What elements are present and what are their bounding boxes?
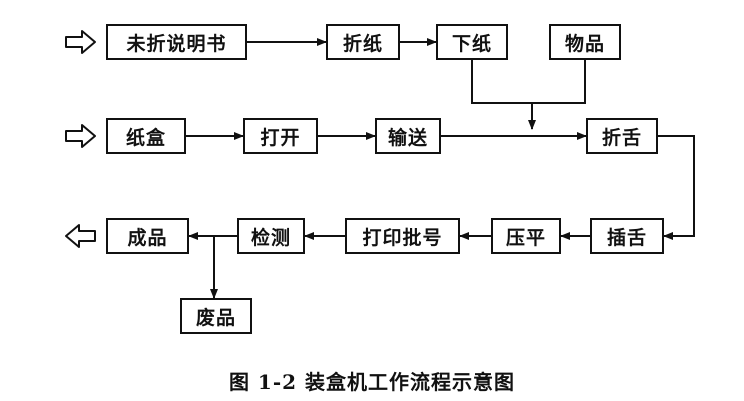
node-unfolded-manual: 未折说明书	[106, 24, 247, 60]
figure-caption: 图 1-2 装盒机工作流程示意图	[228, 370, 516, 394]
node-goods: 物品	[549, 24, 621, 60]
node-open: 打开	[243, 118, 318, 154]
node-fold-paper: 折纸	[326, 24, 400, 60]
node-flatten: 压平	[491, 218, 561, 254]
node-fold-tongue: 折舌	[586, 118, 658, 154]
node-reject: 废品	[180, 298, 252, 334]
node-print-batch-number: 打印批号	[345, 218, 460, 254]
node-inspect: 检测	[237, 218, 305, 254]
input-arrow-carton	[65, 124, 96, 148]
node-convey: 输送	[375, 118, 441, 154]
output-arrow-product	[65, 224, 96, 248]
input-arrow-manual	[65, 30, 96, 54]
arrow-fold-tongue-to-insert-tongue	[658, 135, 695, 240]
node-carton: 纸盒	[106, 118, 186, 154]
node-finished-product: 成品	[106, 218, 189, 254]
node-insert-tongue: 插舌	[590, 218, 664, 254]
merge-line	[471, 60, 586, 104]
node-drop-paper: 下纸	[436, 24, 508, 60]
